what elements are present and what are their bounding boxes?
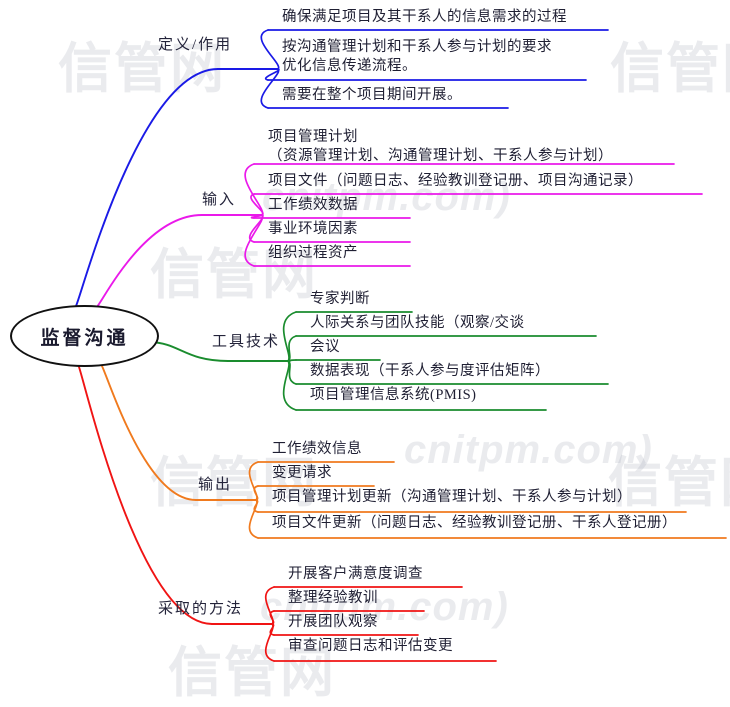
- leaf-line-2: （资源管理计划、沟通管理计划、干系人参与计划）: [268, 147, 613, 164]
- connector-line: [99, 361, 197, 501]
- leaf-node-methods-1[interactable]: 开展客户满意度调查: [288, 566, 423, 582]
- leaf-node-methods-4[interactable]: 审查问题日志和评估变更: [288, 638, 453, 654]
- leaf-line-1: 项目管理计划: [268, 129, 358, 145]
- connector-line: [264, 623, 275, 662]
- connector-line: [149, 341, 229, 362]
- connector-line: [282, 360, 297, 411]
- leaf-node-tools-2[interactable]: 人际关系与团队技能（观察/交谈: [310, 315, 525, 331]
- connector-line: [95, 214, 203, 309]
- mindmap-canvas: 信管网信管网信管网信管网信管网信管网cnitpm.com)cnitpm.com)…: [10, 9, 730, 703]
- leaf-node-methods-2[interactable]: 整理经验教训: [288, 590, 378, 606]
- leaf-node-methods-3[interactable]: 开展团队观察: [288, 614, 378, 630]
- leaf-node-input-3[interactable]: 工作绩效数据: [268, 197, 358, 213]
- leaf-node-output-2[interactable]: 变更请求: [272, 465, 332, 481]
- connector-line: [287, 335, 297, 362]
- connector-line: [260, 68, 280, 109]
- branch-label-methods[interactable]: 采取的方法: [158, 601, 244, 617]
- central-topic-node[interactable]: 监督沟通: [10, 305, 159, 367]
- connector-line: [260, 29, 280, 70]
- connector-line: [253, 485, 259, 501]
- connector-line: [244, 163, 264, 216]
- branch-label-output[interactable]: 输出: [198, 477, 233, 493]
- leaf-node-input-1[interactable]: 项目管理计划 （资源管理计划、沟通管理计划、干系人参与计划）: [268, 128, 613, 165]
- connector-line: [250, 193, 264, 216]
- leaf-node-input-2[interactable]: 项目文件（问题日志、经验教训登记册、项目沟通记录）: [268, 173, 643, 189]
- leaf-node-input-4[interactable]: 事业环境因素: [268, 221, 358, 237]
- leaf-node-output-4[interactable]: 项目文件更新（问题日志、经验教训登记册、干系人登记册）: [272, 515, 677, 531]
- leaf-node-definition-1[interactable]: 确保满足项目及其干系人的信息需求的过程: [282, 9, 567, 25]
- connector-line: [248, 499, 259, 539]
- leaf-node-input-5[interactable]: 组织过程资产: [268, 245, 358, 261]
- connector-line: [77, 363, 213, 625]
- leaf-node-output-1[interactable]: 工作绩效信息: [272, 441, 362, 457]
- leaf-node-tools-3[interactable]: 会议: [310, 339, 340, 355]
- connector-line: [244, 214, 264, 267]
- branch-label-input[interactable]: 输入: [202, 192, 237, 208]
- connector-line: [269, 610, 275, 625]
- leaf-line-2: 优化信息传递流程。: [282, 57, 417, 74]
- branch-label-definition[interactable]: 定义/作用: [158, 37, 233, 53]
- leaf-node-output-3[interactable]: 项目管理计划更新（沟通管理计划、干系人参与计划）: [272, 489, 632, 505]
- leaf-node-tools-1[interactable]: 专家判断: [310, 291, 370, 307]
- leaf-node-tools-4[interactable]: 数据表现（干系人参与度评估矩阵）: [310, 363, 550, 379]
- central-topic-label: 监督沟通: [40, 327, 129, 349]
- branch-label-tools[interactable]: 工具技术: [212, 334, 281, 350]
- leaf-node-definition-3[interactable]: 需要在整个项目期间开展。: [282, 87, 462, 103]
- leaf-node-tools-5[interactable]: 项目管理信息系统(PMIS): [310, 387, 477, 403]
- leaf-node-definition-2[interactable]: 按沟通管理计划和干系人参与计划的要求优化信息传递流程。: [282, 38, 552, 75]
- leaf-line-1: 按沟通管理计划和干系人参与计划的要求: [282, 39, 552, 55]
- branch-connectors: [75, 29, 727, 662]
- connector-line: [75, 68, 219, 307]
